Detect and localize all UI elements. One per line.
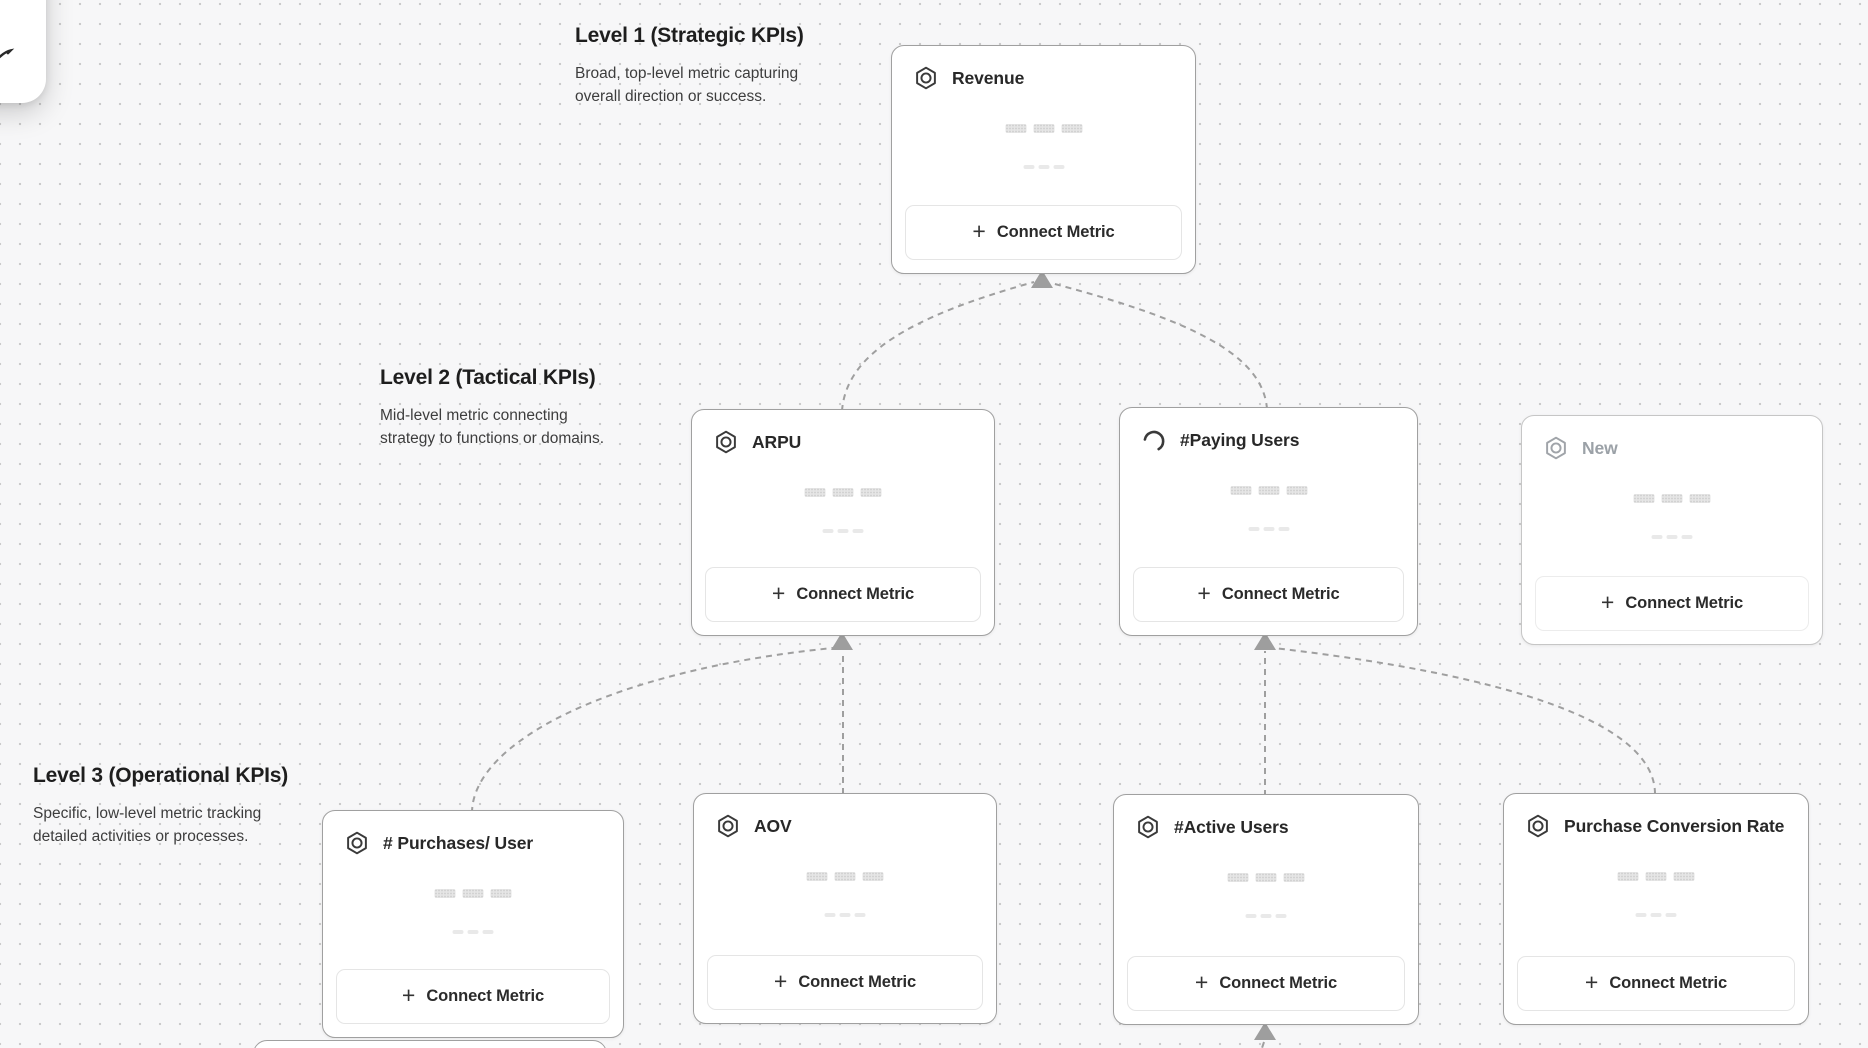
loading-placeholder-bars bbox=[1633, 494, 1711, 503]
plus-icon: + bbox=[972, 218, 986, 244]
card-header: Revenue bbox=[913, 65, 1024, 91]
loading-placeholder-bars bbox=[1227, 873, 1305, 882]
level-3-heading: Level 3 (Operational KPIs) bbox=[33, 764, 289, 787]
loading-placeholder-bars bbox=[806, 872, 884, 881]
card-title: AOV bbox=[754, 815, 792, 836]
cursor-icon bbox=[0, 44, 18, 66]
metric-card-aov[interactable]: AOV + Connect Metric bbox=[693, 793, 997, 1024]
loading-placeholder-dashes bbox=[1248, 527, 1289, 531]
connect-metric-button[interactable]: + Connect Metric bbox=[1127, 956, 1405, 1011]
level-2-description: Mid-level metric connecting strategy to … bbox=[380, 407, 605, 447]
loading-placeholder-dashes bbox=[822, 529, 864, 533]
loading-placeholder-dashes bbox=[452, 930, 494, 934]
toolbar-panel[interactable] bbox=[0, 0, 46, 103]
card-header: Purchase Conversion Rate bbox=[1525, 813, 1784, 839]
metric-card-revenue[interactable]: Revenue + Connect Metric bbox=[891, 45, 1196, 274]
card-header: # Purchases/ User bbox=[344, 830, 533, 856]
card-header: AOV bbox=[715, 813, 792, 839]
plus-icon: + bbox=[1584, 969, 1599, 995]
level-1-description: Broad, top-level metric capturing overal… bbox=[575, 65, 799, 105]
loading-placeholder-dashes bbox=[1651, 535, 1693, 539]
metric-card-purchase-conversion-rate[interactable]: Purchase Conversion Rate + Connect Metri… bbox=[1503, 793, 1809, 1025]
arrowhead-paying-users bbox=[1254, 632, 1276, 650]
plus-icon: + bbox=[771, 580, 786, 606]
card-title: New bbox=[1582, 437, 1618, 458]
plus-icon: + bbox=[1194, 969, 1209, 995]
plus-icon: + bbox=[1197, 580, 1211, 606]
metric-card-partial-bottom[interactable] bbox=[253, 1040, 607, 1048]
level-1-heading: Level 1 (Strategic KPIs) bbox=[575, 24, 804, 47]
connector-purchases-to-arpu bbox=[471, 647, 834, 814]
card-title: Revenue bbox=[952, 67, 1025, 88]
card-title: Purchase Conversion Rate bbox=[1564, 815, 1785, 836]
level-3-description: Specific, low-level metric tracking deta… bbox=[33, 805, 262, 845]
card-header: New bbox=[1543, 435, 1618, 461]
arrowhead-active-users bbox=[1254, 1022, 1276, 1040]
plus-icon: + bbox=[401, 982, 416, 1008]
spinner-icon bbox=[1141, 427, 1167, 453]
hexagon-metric-icon bbox=[344, 830, 370, 856]
loading-placeholder-bars bbox=[1230, 486, 1307, 495]
card-title: #Active Users bbox=[1174, 816, 1289, 837]
hexagon-metric-icon bbox=[713, 429, 739, 455]
arrowhead-revenue bbox=[1031, 270, 1053, 288]
connector-pcr-to-paying-users bbox=[1273, 647, 1656, 795]
hexagon-metric-icon bbox=[1135, 814, 1161, 840]
card-title: ARPU bbox=[752, 431, 802, 452]
loading-placeholder-bars bbox=[804, 488, 882, 497]
loading-placeholder-dashes bbox=[1023, 165, 1064, 169]
level-3-label: Level 3 (Operational KPIs) Specific, low… bbox=[33, 764, 288, 848]
metric-card-paying-users[interactable]: #Paying Users + Connect Metric bbox=[1119, 407, 1418, 636]
metric-card-new[interactable]: New + Connect Metric bbox=[1521, 415, 1823, 645]
connect-metric-button[interactable]: + Connect Metric bbox=[905, 205, 1182, 260]
level-2-label: Level 2 (Tactical KPIs) Mid-level metric… bbox=[380, 366, 604, 450]
plus-icon: + bbox=[1600, 589, 1615, 615]
metric-card-purchases-per-user[interactable]: # Purchases/ User + Connect Metric bbox=[322, 810, 624, 1038]
connect-metric-button[interactable]: + Connect Metric bbox=[1535, 576, 1809, 631]
card-title: #Paying Users bbox=[1180, 429, 1300, 450]
metric-card-arpu[interactable]: ARPU + Connect Metric bbox=[691, 409, 995, 636]
loading-placeholder-bars bbox=[1617, 872, 1695, 881]
metric-card-active-users[interactable]: #Active Users + Connect Metric bbox=[1113, 794, 1419, 1025]
hexagon-metric-icon bbox=[1543, 435, 1569, 461]
connect-metric-button[interactable]: + Connect Metric bbox=[336, 969, 610, 1024]
connector-arpu-to-revenue bbox=[841, 281, 1035, 412]
connect-metric-button[interactable]: + Connect Metric bbox=[1133, 567, 1404, 622]
loading-placeholder-dashes bbox=[1245, 914, 1287, 918]
level-1-label: Level 1 (Strategic KPIs) Broad, top-leve… bbox=[575, 24, 804, 108]
card-title: # Purchases/ User bbox=[383, 832, 534, 853]
card-header: #Active Users bbox=[1135, 814, 1289, 840]
card-header: ARPU bbox=[713, 429, 801, 455]
level-2-heading: Level 2 (Tactical KPIs) bbox=[380, 366, 596, 389]
loading-placeholder-bars bbox=[1005, 124, 1082, 133]
connect-metric-button[interactable]: + Connect Metric bbox=[707, 955, 983, 1010]
loading-placeholder-dashes bbox=[1635, 913, 1677, 917]
connect-metric-button[interactable]: + Connect Metric bbox=[705, 567, 981, 622]
plus-icon: + bbox=[773, 968, 788, 994]
connector-paying-users-to-revenue bbox=[1050, 282, 1268, 410]
arrowhead-arpu bbox=[831, 632, 853, 650]
hexagon-metric-icon bbox=[715, 813, 741, 839]
card-header: #Paying Users bbox=[1141, 427, 1299, 453]
hexagon-metric-icon bbox=[1525, 813, 1551, 839]
connect-metric-button[interactable]: + Connect Metric bbox=[1517, 956, 1795, 1011]
loading-placeholder-dashes bbox=[824, 913, 866, 917]
loading-placeholder-bars bbox=[434, 889, 512, 898]
hexagon-metric-icon bbox=[913, 65, 939, 91]
connector-below-active-users bbox=[1261, 1041, 1265, 1048]
